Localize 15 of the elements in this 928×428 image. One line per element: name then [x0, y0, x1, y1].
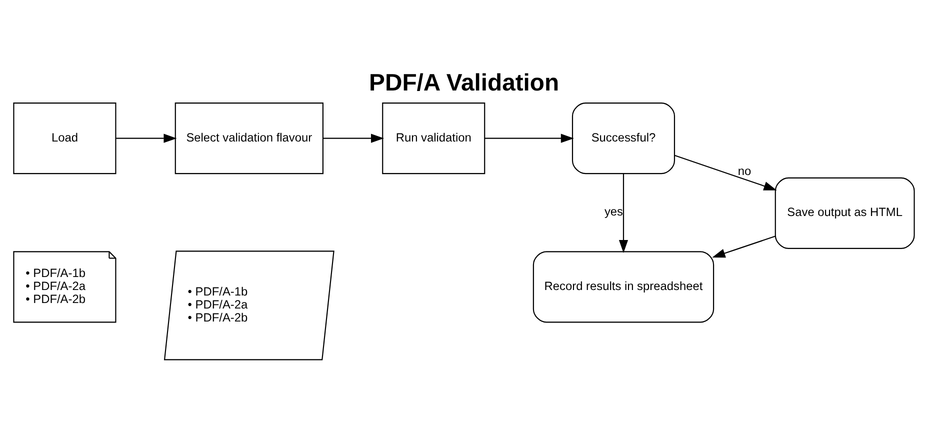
arrow [116, 134, 177, 143]
node-box: Run validation [382, 102, 486, 174]
node-box: Select validation flavour [174, 102, 324, 174]
diagram-title: PDF/A Validation [369, 70, 560, 97]
arrow [323, 134, 384, 143]
arrow [485, 134, 574, 143]
edge-label: no [738, 164, 752, 178]
node-box: Load [13, 102, 116, 174]
arrow [618, 174, 628, 253]
arrow [712, 236, 776, 258]
edge-label: yes [604, 204, 624, 219]
node-box: Save output as HTML [774, 177, 915, 249]
node-box: Successful? [572, 102, 676, 174]
arrow [674, 154, 777, 190]
node-box: Record results in spreadsheet [532, 251, 714, 323]
